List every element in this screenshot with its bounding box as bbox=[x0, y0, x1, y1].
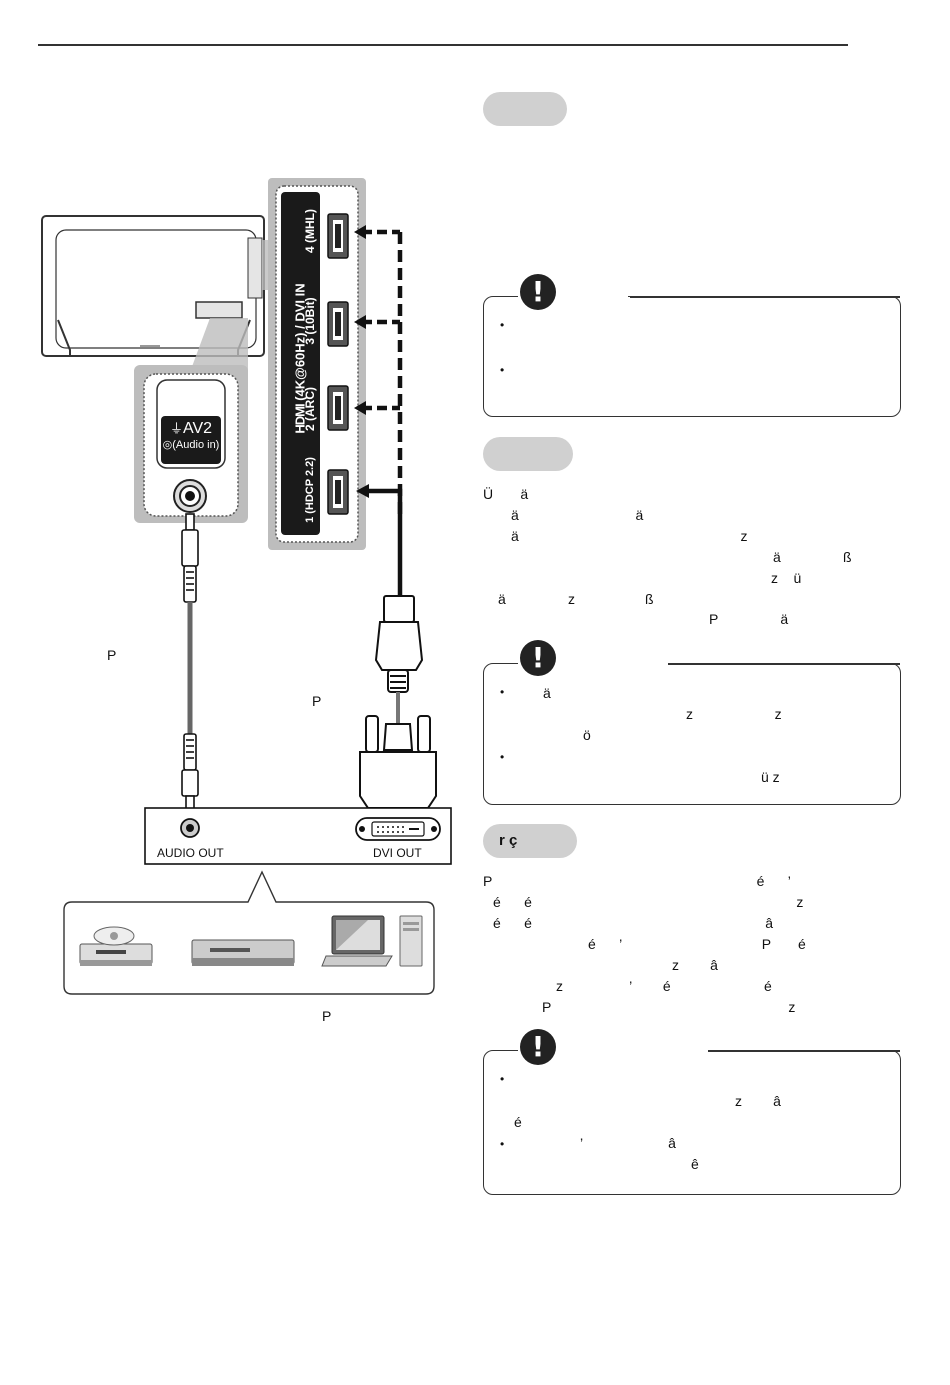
section3-line-5: z â bbox=[672, 957, 718, 973]
laptop-image bbox=[321, 915, 393, 967]
note-3-bullet-2: • bbox=[500, 1137, 505, 1151]
warning-icon-2: ! bbox=[520, 640, 556, 676]
desktop-pc-image bbox=[399, 915, 423, 967]
hdmi-arrows bbox=[362, 229, 403, 596]
hdmi-port-2-label: 2 (ARC) bbox=[303, 387, 317, 431]
hdmi-dvi-cable bbox=[359, 595, 437, 809]
section3-line-6: z ’ é é bbox=[556, 978, 772, 994]
section3-header: r ç bbox=[483, 824, 577, 858]
section3-line-3: é é â bbox=[493, 915, 774, 931]
note-3-rule bbox=[708, 1050, 900, 1052]
note-2-bullet-1: • bbox=[500, 685, 505, 699]
warning-icon-3: ! bbox=[520, 1029, 556, 1065]
audio-out-label: AUDIO OUT bbox=[157, 846, 224, 860]
note-3-line-2: é bbox=[514, 1114, 522, 1130]
note-2-bullet-2: • bbox=[500, 750, 505, 764]
note-1-rule bbox=[630, 296, 900, 298]
left-fragment-2: P bbox=[312, 693, 322, 709]
audio-icon: ◎ bbox=[162, 439, 173, 451]
note-3-line-3: ’ â bbox=[580, 1135, 676, 1151]
set-top-box-image bbox=[191, 939, 295, 966]
section3-line-7: P z bbox=[542, 999, 796, 1015]
note-3-bullet-1: • bbox=[500, 1072, 505, 1086]
hdmi-port-1-label: 1 (HDCP 2.2) bbox=[304, 457, 316, 523]
note-3-line-4: ê bbox=[691, 1156, 699, 1172]
section2-line-1: Ü ä bbox=[483, 486, 529, 502]
av2-port-panel bbox=[134, 365, 248, 523]
external-device-panel bbox=[144, 807, 452, 865]
note-1-bullet-1: • bbox=[500, 318, 505, 332]
hdmi-port-3-label: 3 (10Bit) bbox=[303, 297, 317, 345]
av2-label: ⏚AV2 ◎(Audio in) bbox=[161, 420, 221, 452]
note-box-2 bbox=[483, 662, 901, 805]
note-3-line-1: z â bbox=[735, 1093, 781, 1109]
section2-line-5: z ü bbox=[771, 570, 802, 586]
note-2-rule bbox=[668, 663, 900, 665]
tv-illustration bbox=[41, 215, 265, 357]
note-box-1 bbox=[483, 295, 901, 417]
dvi-out-label: DVI OUT bbox=[373, 846, 422, 860]
warning-icon-1: ! bbox=[520, 274, 556, 310]
section2-line-2: ä ä bbox=[511, 507, 644, 523]
av2-label-text: AV2 bbox=[182, 420, 213, 437]
note-2-line-2: z z bbox=[686, 706, 782, 722]
note-box-3 bbox=[483, 1049, 901, 1195]
connection-diagram bbox=[41, 178, 452, 995]
section1-header bbox=[483, 92, 567, 126]
section3-line-4: é ’ P é bbox=[588, 936, 806, 952]
note-2-line-1: ä bbox=[543, 685, 551, 701]
note-2-line-3: ö bbox=[583, 727, 591, 743]
av2-sublabel: (Audio in) bbox=[172, 439, 220, 451]
section3-line-1: P é ’ bbox=[483, 873, 791, 889]
audio-cable bbox=[181, 513, 199, 811]
hdmi-port-panel bbox=[268, 178, 366, 550]
note-1-bullet-2: • bbox=[500, 363, 505, 377]
left-fragment-3: P bbox=[322, 1008, 332, 1024]
av-jack-icon: ⏚ bbox=[169, 421, 183, 436]
section2-line-4: ä ß bbox=[773, 549, 852, 565]
section3-line-2: é é z bbox=[493, 894, 804, 910]
bluray-player-image bbox=[79, 926, 153, 966]
header-rule bbox=[38, 44, 848, 46]
section2-line-3: ä z bbox=[511, 528, 748, 544]
section2-line-7: P ä bbox=[709, 611, 789, 627]
note-2-line-4: ü z bbox=[761, 769, 780, 785]
section2-line-6: ä z ß bbox=[498, 591, 654, 607]
section2-header bbox=[483, 437, 573, 471]
left-fragment-1: P bbox=[107, 647, 117, 663]
hdmi-port-4-label: 4 (MHL) bbox=[303, 209, 317, 253]
